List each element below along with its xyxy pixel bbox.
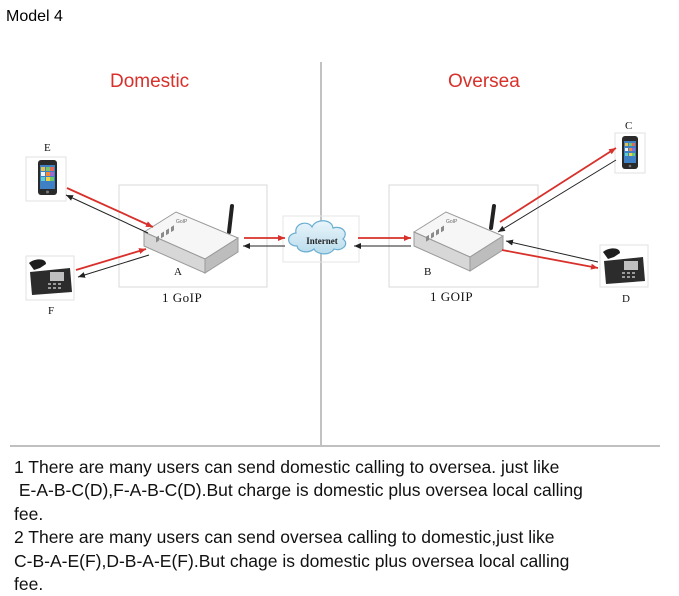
description-line: 2 There are many users can send oversea … — [14, 527, 555, 548]
goip-count-left: 1 GoIP — [162, 290, 203, 305]
phone-d-frame — [599, 244, 649, 288]
arrow-e-to-a — [66, 187, 154, 228]
node-label-f: F — [48, 305, 55, 317]
node-label-a: A — [174, 266, 182, 278]
desk-phone-d-icon — [603, 248, 645, 284]
arrow-a-to-e — [65, 194, 149, 234]
svg-text:GoIP: GoIP — [176, 219, 188, 225]
arrow-f-to-a — [75, 248, 147, 271]
arrow-b-to-d — [501, 249, 599, 270]
phone-f-frame — [25, 255, 75, 301]
figure-title: Model 4 — [6, 8, 63, 25]
mobile-phone-c-icon — [622, 136, 638, 169]
arrows — [65, 147, 617, 278]
desk-phone-f-icon — [29, 259, 72, 295]
description-line: fee. — [14, 574, 44, 595]
description-line: E-A-B-C(D),F-A-B-C(D).But charge is dome… — [14, 480, 583, 501]
arrow-b-to-c — [499, 147, 617, 223]
arrow-d-to-b — [505, 239, 599, 263]
oversea-section-label: Oversea — [448, 71, 520, 92]
description-line: 1 There are many users can send domestic… — [14, 457, 560, 477]
node-label-c: C — [625, 120, 633, 132]
description-line: C-B-A-E(F),D-B-A-E(F).But chage is domes… — [14, 550, 570, 571]
node-label-b: B — [424, 266, 432, 278]
svg-text:Internet: Internet — [306, 236, 338, 246]
arrow-c-to-b — [497, 159, 617, 233]
description-text: 1 There are many users can send domestic… — [14, 456, 669, 596]
description-line: fee. — [14, 503, 44, 524]
domestic-section-label: Domestic — [110, 71, 190, 92]
goip-frame-left — [118, 184, 268, 288]
svg-text:GoIP: GoIP — [446, 219, 458, 225]
goip-frame-right — [388, 184, 539, 288]
node-label-e: E — [44, 142, 51, 154]
arrow-a-to-f — [77, 254, 150, 278]
node-label-d: D — [622, 293, 630, 305]
goip-device-b: GoIP — [412, 204, 505, 272]
mobile-phone-e-icon — [38, 160, 57, 195]
internet-cloud-icon: Internet — [288, 220, 347, 255]
goip-count-right: 1 GOIP — [430, 289, 474, 304]
goip-device-a: GoIP — [142, 204, 240, 274]
phone-e-frame — [25, 156, 67, 202]
